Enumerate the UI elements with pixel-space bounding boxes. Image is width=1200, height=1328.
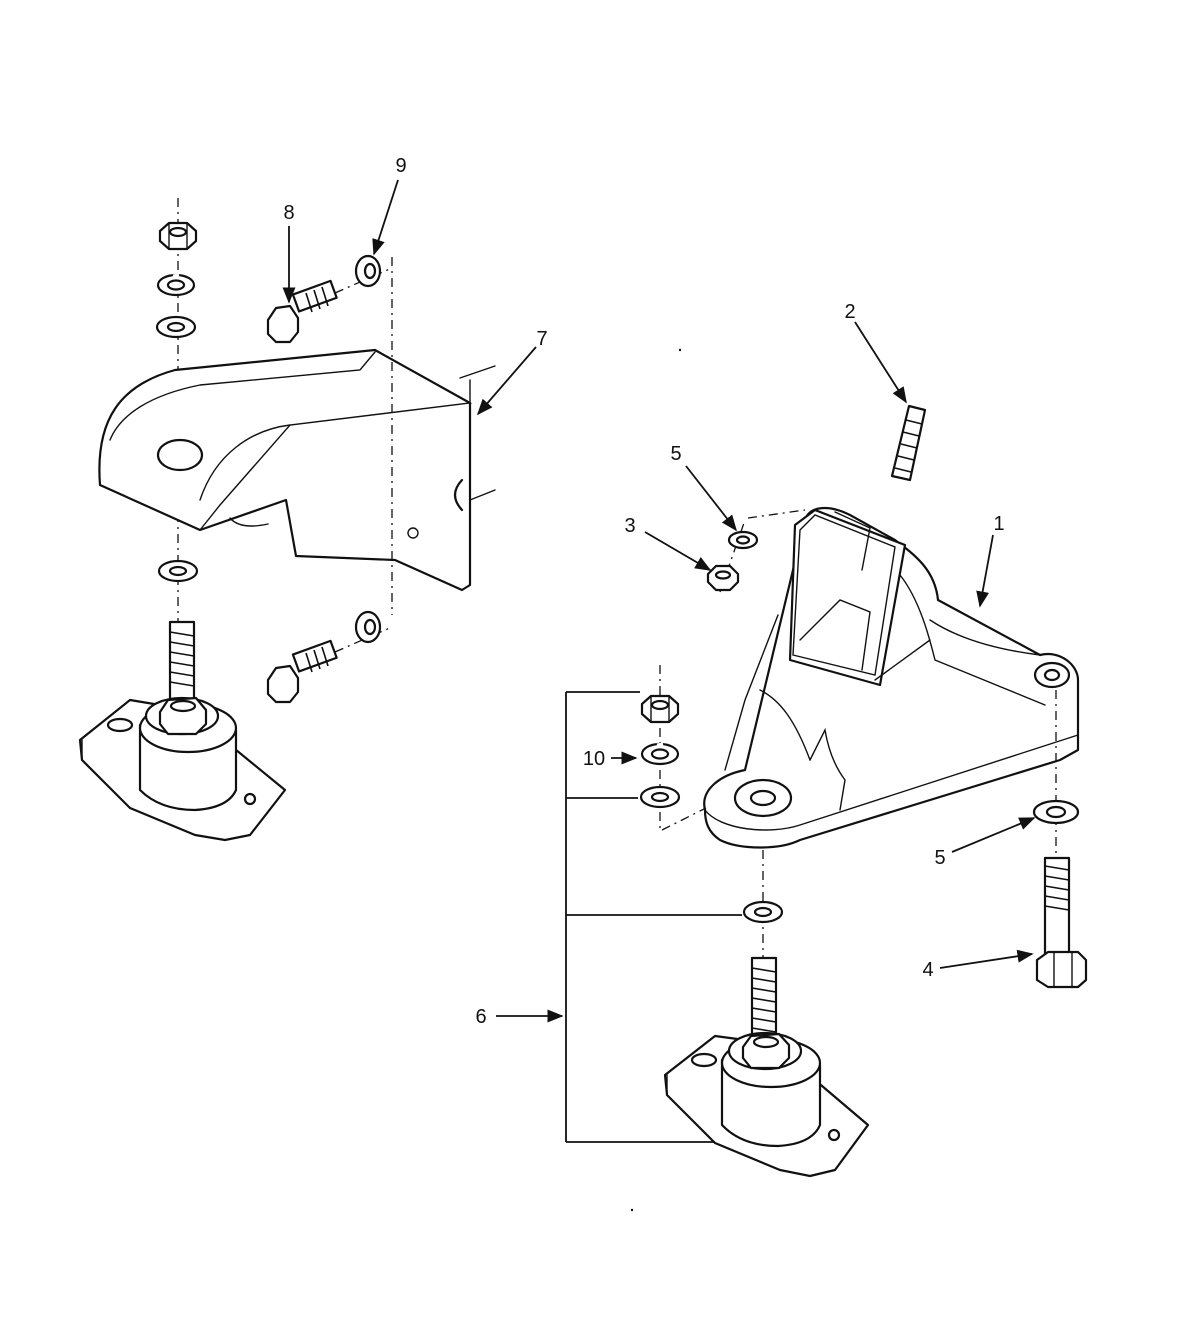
callout-6: 6 (475, 1006, 486, 1028)
callout-10: 10 (583, 748, 605, 770)
callout-7: 7 (536, 328, 547, 350)
callout-9: 9 (395, 155, 406, 177)
callout-5-upper: 5 (670, 443, 681, 465)
right-stack-lockwasher (640, 742, 680, 766)
leader-lines (282, 179, 1036, 1023)
callout-5-lower: 5 (934, 847, 945, 869)
left-isolator-mount (78, 620, 287, 842)
leader-4 (939, 949, 1034, 969)
callouts: 1 2 3 4 5 5 6 7 8 9 10 (283, 155, 1004, 1028)
speck (678, 348, 682, 352)
callout-1: 1 (993, 513, 1004, 535)
left-lower-flatwasher (157, 559, 199, 583)
left-upper-bolt (266, 279, 338, 344)
leader-1 (976, 534, 994, 608)
upper-nut (706, 564, 740, 592)
engine-bracket (98, 348, 496, 592)
right-stack-flatwasher (639, 785, 681, 809)
stud (890, 404, 927, 482)
right-lower-flatwasher (742, 900, 784, 924)
left-top-lockwasher (156, 273, 196, 297)
callout-2: 2 (844, 301, 855, 323)
long-bolt (1035, 856, 1088, 989)
leader-5-upper (685, 465, 737, 532)
leader-5-lower (951, 817, 1036, 853)
group-6-bracket (565, 691, 742, 1143)
right-stack-nut (640, 694, 680, 724)
leader-9 (372, 179, 399, 256)
right-mount-assembly (565, 404, 1088, 1178)
left-top-flatwasher (155, 315, 197, 339)
leader-3 (644, 531, 712, 571)
leader-7 (476, 346, 537, 416)
right-isolator-mount (663, 956, 870, 1178)
callout-4: 4 (922, 959, 933, 981)
callout-8: 8 (283, 202, 294, 224)
left-upper-lockwasher (354, 254, 382, 288)
upper-lockwasher (727, 530, 759, 550)
speck (630, 1208, 634, 1212)
mounting-bracket (703, 507, 1080, 849)
leader-2 (854, 321, 907, 404)
left-mount-assembly (78, 198, 496, 842)
left-top-nut (158, 221, 198, 251)
lower-lockwasher (1032, 799, 1080, 825)
left-lower-lockwasher (354, 610, 382, 644)
callout-3: 3 (624, 515, 635, 537)
left-lower-bolt (266, 639, 338, 704)
